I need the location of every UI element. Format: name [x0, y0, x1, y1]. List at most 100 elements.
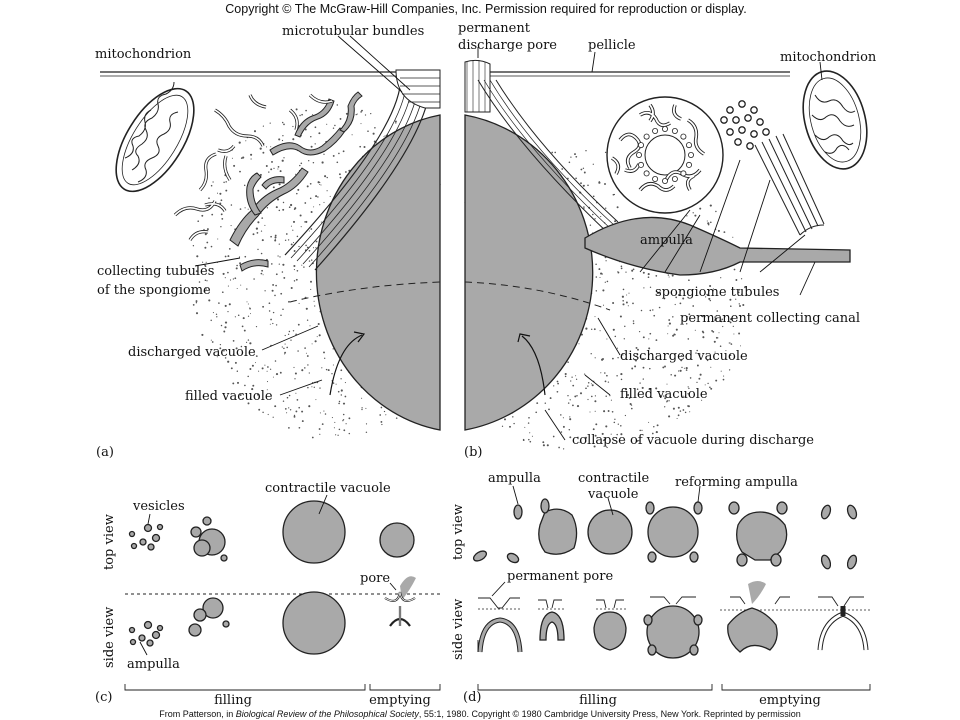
stipple-dot [720, 277, 722, 279]
stipple-dot [269, 122, 271, 124]
stipple-dot [717, 229, 720, 232]
stipple-dot [625, 301, 628, 304]
stipple-dot [685, 323, 688, 325]
tubule-cross-section [720, 116, 728, 124]
stipple-dot [569, 419, 571, 421]
stipple-dot [617, 357, 619, 359]
stipple-dot [562, 448, 565, 450]
stipple-dot [296, 270, 299, 272]
tubule-cross-section [756, 118, 764, 126]
stipple-dot [239, 170, 241, 173]
stipple-dot [278, 263, 280, 265]
stipple-dot [720, 370, 722, 372]
contractile-vacuole-side-c [282, 591, 346, 655]
stipple-dot [528, 438, 530, 441]
stipple-dot [583, 206, 585, 208]
stipple-dot [535, 411, 538, 414]
stipple-dot [594, 357, 596, 359]
stipple-dot [616, 206, 619, 209]
stipple-dot [304, 202, 307, 204]
stipple-dot [625, 271, 627, 273]
tubule-cross-section [744, 114, 752, 122]
ring-vesicle [638, 142, 645, 149]
stipple-dot [632, 320, 635, 322]
stipple-dot [667, 274, 670, 276]
ring-vesicle [680, 133, 687, 140]
stipple-dot [241, 325, 244, 328]
stipple-dot [601, 358, 604, 361]
label-microtubular-bundles: microtubular bundles [282, 24, 424, 39]
stipple-dot [578, 343, 580, 345]
stipple-dot [307, 386, 309, 389]
stipple-dot [606, 280, 609, 283]
stipple-dot [340, 394, 342, 396]
stipple-dot [284, 343, 286, 345]
stipple-dot [648, 338, 650, 340]
stipple-dot [567, 177, 569, 180]
stipple-dot [706, 293, 708, 296]
stipple-dot [605, 207, 607, 209]
stipple-dot [542, 444, 545, 447]
credit-suffix: , 55:1, 1980. Copyright © 1980 Cambridge… [419, 709, 801, 719]
stipple-dot [627, 305, 629, 307]
label-ampulla-b: ampulla [640, 233, 693, 248]
stipple-dot [323, 351, 325, 354]
stipple-dot [235, 347, 238, 350]
stipple-dot [315, 399, 317, 401]
stipple-dot [290, 286, 293, 290]
stipple-dot [305, 244, 307, 247]
stipple-dot [256, 393, 260, 396]
stipple-dot [269, 323, 271, 325]
stipple-dot [612, 193, 615, 196]
tubule-cross-section [746, 142, 754, 150]
stipple-dot [324, 413, 327, 415]
stipple-dot [217, 238, 219, 240]
stipple-dot [227, 360, 230, 363]
stipple-dot [245, 140, 247, 142]
credit-journal: Biological Review of the Philosophical S… [236, 709, 420, 719]
stipple-dot [513, 422, 515, 425]
stipple-dot [579, 441, 581, 443]
stipple-dot [604, 151, 607, 154]
stipple-dot [560, 414, 562, 416]
stipple-dot [293, 250, 296, 252]
stipple-dot [316, 336, 318, 338]
stipple-dot [259, 147, 262, 150]
stipple-dot [216, 316, 218, 318]
stipple-dot [268, 302, 271, 305]
panel-tag-b: (b) [464, 445, 482, 460]
stipple-dot [250, 153, 253, 156]
stipple-dot [201, 214, 204, 217]
stipple-dot [395, 122, 397, 124]
stipple-dot [230, 367, 233, 370]
stipple-dot [649, 309, 652, 312]
stipple-dot [689, 411, 691, 413]
tubule-cross-section [750, 130, 758, 138]
stipple-dot [235, 267, 238, 270]
stipple-dot [247, 375, 249, 378]
stipple-dot [716, 310, 719, 312]
tubule-cross-section [734, 138, 742, 146]
stipple-dot [216, 356, 218, 358]
stipple-dot [634, 359, 637, 362]
stipple-dot [622, 288, 625, 291]
stipple-dot [312, 161, 315, 164]
vacuole-top-d-2 [538, 508, 578, 555]
stipple-dot [205, 261, 207, 263]
stipple-dot [594, 400, 597, 403]
stipple-dot [628, 397, 631, 400]
stipple-dot [384, 135, 386, 137]
stipple-dot [304, 367, 306, 369]
stipple-dot [688, 279, 690, 282]
stipple-dot [701, 399, 703, 401]
label-permanent-pore-d: permanent pore [507, 569, 613, 584]
stipple-dot [592, 195, 595, 198]
stipple-dot [360, 111, 362, 113]
stipple-dot [343, 429, 346, 432]
emptying-vacuole-top-c [379, 522, 415, 558]
stipple-dot [587, 398, 589, 401]
label-side-view-d: side view [451, 599, 466, 660]
stipple-dot [605, 395, 607, 397]
stipple-dot [324, 175, 327, 178]
stipple-dot [564, 375, 567, 378]
